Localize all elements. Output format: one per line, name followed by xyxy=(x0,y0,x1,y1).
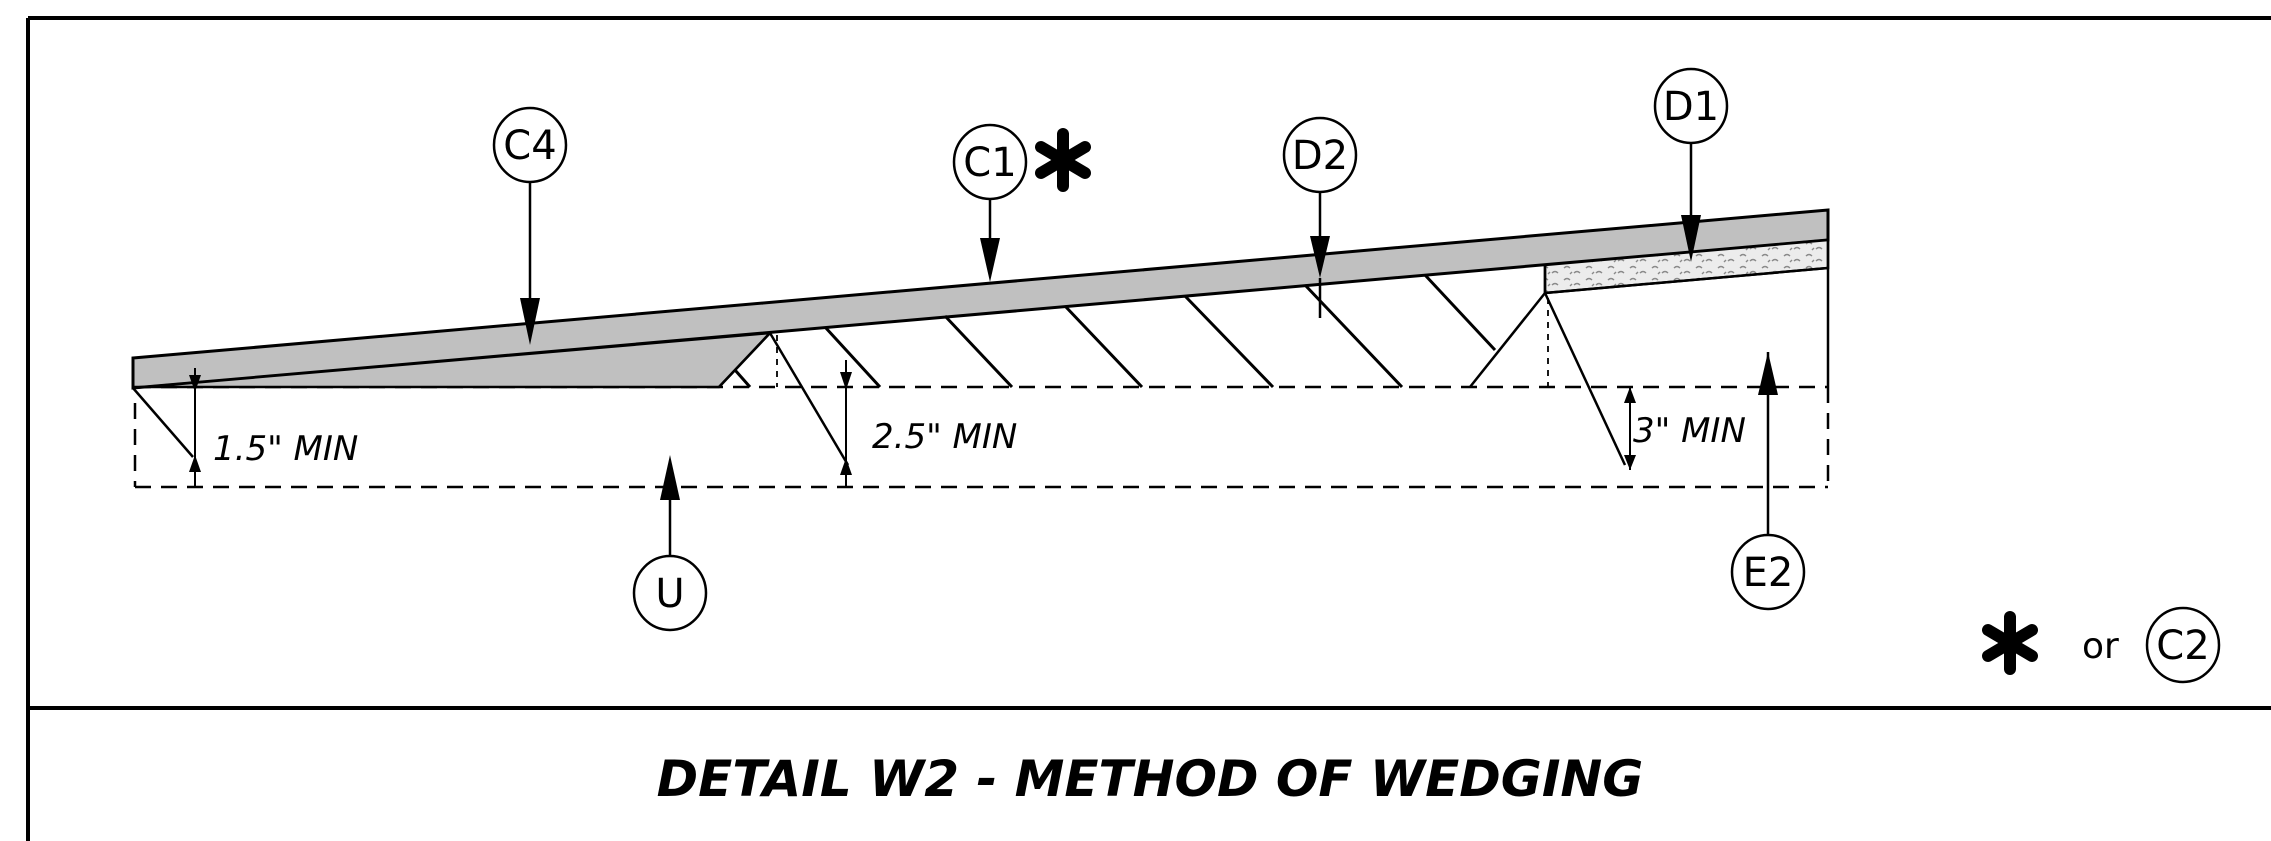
svg-text:C1: C1 xyxy=(963,140,1016,186)
detail-title: DETAIL W2 - METHOD OF WEDGING xyxy=(657,750,1644,808)
callout-d1: D1 xyxy=(1653,67,1729,145)
callout-u: U xyxy=(632,554,708,632)
dimension-3-min: 3" MIN xyxy=(1633,411,1746,451)
layer-boundaries xyxy=(132,210,1830,466)
svg-text:D1: D1 xyxy=(1663,84,1719,130)
callout-d2: D2 xyxy=(1282,116,1358,194)
dashed-limit-box xyxy=(133,385,1830,489)
callout-c2: C2 xyxy=(2145,606,2221,684)
svg-text:U: U xyxy=(655,571,684,617)
legend-or-text: or xyxy=(2082,626,2119,667)
asterisk-icon xyxy=(1035,128,1091,192)
construction-lines xyxy=(776,298,1549,387)
legend-asterisk-icon xyxy=(1982,611,2038,675)
dimension-2-5-min: 2.5" MIN xyxy=(872,417,1017,457)
drawing-frame xyxy=(26,16,2271,841)
leader-arrows xyxy=(520,133,1778,565)
callout-c4: C4 xyxy=(492,106,568,184)
dimension-arrows xyxy=(189,360,1636,487)
callout-e2: E2 xyxy=(1730,533,1806,611)
svg-text:E2: E2 xyxy=(1743,550,1794,596)
svg-text:C2: C2 xyxy=(2156,623,2209,669)
svg-text:C4: C4 xyxy=(503,123,556,169)
dimension-1-5-min: 1.5" MIN xyxy=(213,429,358,469)
svg-text:D2: D2 xyxy=(1292,133,1348,179)
callout-c1: C1 xyxy=(952,123,1028,201)
overlay-layer xyxy=(131,208,1830,390)
